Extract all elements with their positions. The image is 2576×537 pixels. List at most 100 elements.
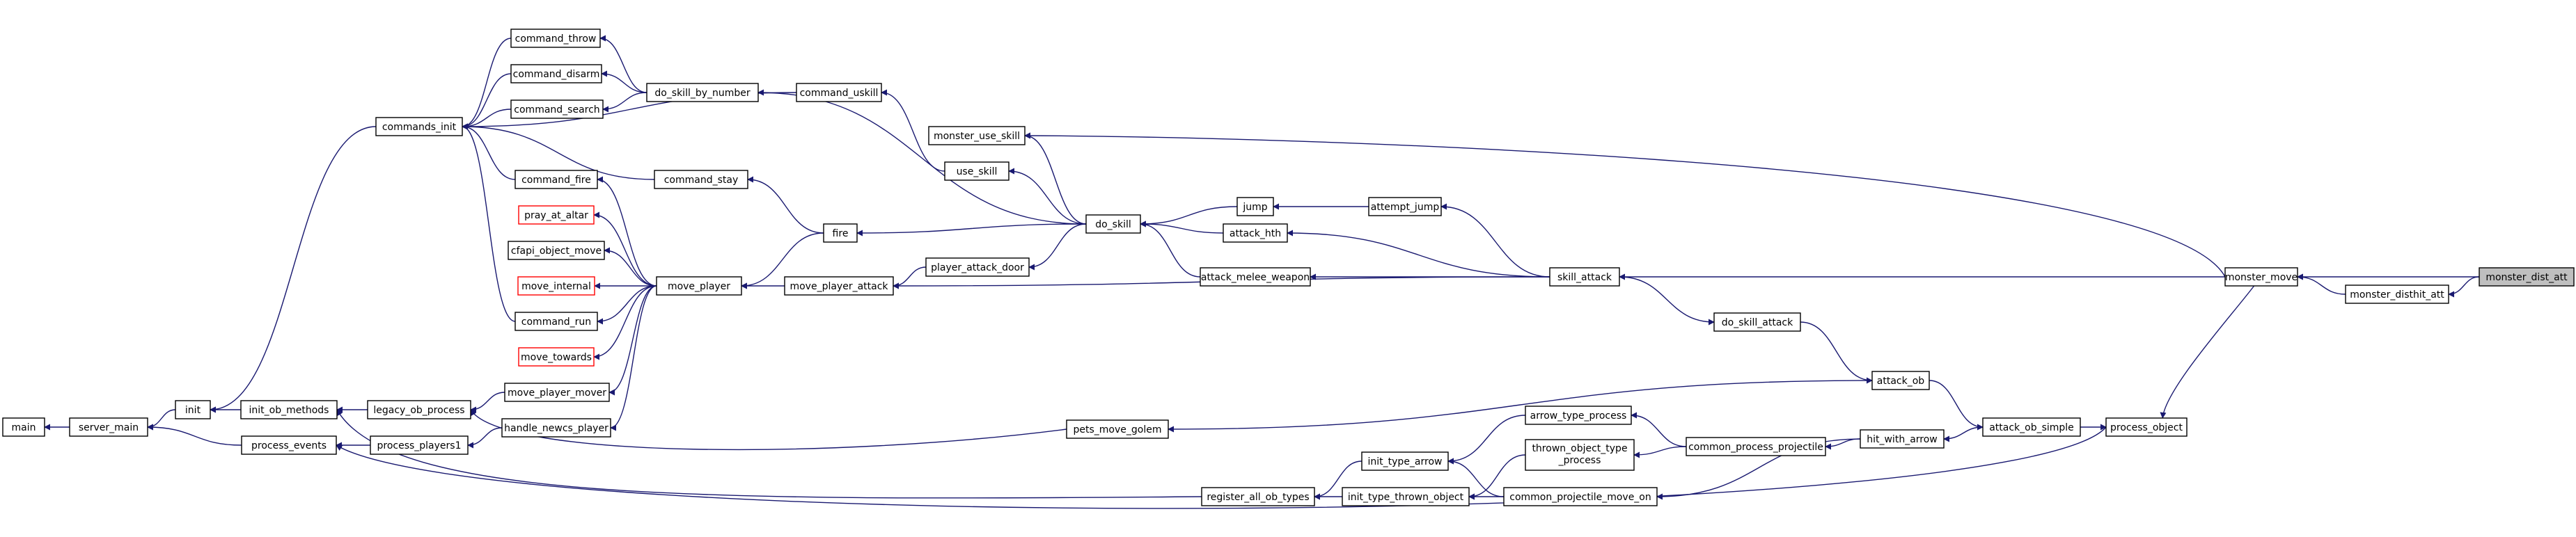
- node-do_skill_by_number[interactable]: do_skill_by_number: [646, 83, 759, 102]
- node-monster_use_skill[interactable]: monster_use_skill: [928, 126, 1026, 145]
- node-init_type_thrown_object[interactable]: init_type_thrown_object: [1342, 487, 1470, 506]
- node-player_attack_door[interactable]: player_attack_door: [925, 257, 1030, 277]
- edge-do_skill-to-fire: [856, 223, 1087, 237]
- node-register_all_ob_types[interactable]: register_all_ob_types: [1201, 487, 1315, 506]
- node-label: move_player_attack: [790, 281, 888, 292]
- node-init_ob_methods[interactable]: init_ob_methods: [240, 400, 338, 419]
- node-box: [823, 223, 858, 243]
- edge-fire-to-command_stay: [747, 176, 824, 234]
- node-handle_newcs_player[interactable]: handle_newcs_player: [501, 418, 611, 438]
- node-pets_move_golem[interactable]: pets_move_golem: [1066, 419, 1169, 439]
- node-label: use_skill: [957, 166, 998, 177]
- node-cfapi_object_move[interactable]: cfapi_object_move: [508, 241, 605, 260]
- node-command_run[interactable]: command_run: [515, 312, 598, 331]
- node-label: thrown_object_type: [1532, 443, 1627, 454]
- node-command_stay[interactable]: command_stay: [654, 170, 748, 189]
- node-box: [175, 400, 211, 419]
- edge-fire-to-move_player: [741, 232, 824, 289]
- edge-attack_ob-to-pets_move_golem: [1168, 380, 1873, 433]
- node-label: move_towards: [521, 352, 592, 363]
- edge-use_skill-to-command_uskill: [881, 89, 945, 172]
- node-box: [240, 400, 338, 419]
- node-box: [1361, 451, 1449, 471]
- edge-move_player-to-cfapi_object_move: [604, 247, 657, 287]
- node-box: [1066, 419, 1169, 439]
- node-move_player_mover[interactable]: move_player_mover: [504, 383, 610, 402]
- edge-init_type_arrow-to-register_all_ob_types: [1314, 460, 1362, 500]
- node-do_skill_attack[interactable]: do_skill_attack: [1713, 312, 1801, 332]
- node-do_skill[interactable]: do_skill: [1085, 214, 1141, 234]
- node-commands_init[interactable]: commands_init: [375, 117, 463, 136]
- edge-do_skill_attack-to-attack_ob: [1800, 321, 1873, 384]
- node-move_player_attack[interactable]: move_player_attack: [784, 276, 894, 296]
- node-label: monster_disthit_att: [2350, 289, 2444, 300]
- node-box: [504, 383, 610, 402]
- node-pray_at_altar[interactable]: pray_at_altar: [518, 205, 595, 225]
- node-box: [796, 83, 882, 102]
- node-jump[interactable]: jump: [1236, 197, 1274, 216]
- edge-attack_ob_simple-to-hit_with_arrow: [1943, 426, 1984, 442]
- edge-command_search-to-commands_init: [462, 109, 512, 130]
- node-command_throw[interactable]: command_throw: [510, 29, 601, 48]
- node-box: [518, 347, 595, 367]
- node-attack_ob_simple[interactable]: attack_ob_simple: [1982, 417, 2081, 437]
- edge-common_process_projectile-to-thrown_object_type_process: [1633, 446, 1687, 458]
- node-monster_dist_att[interactable]: monster_dist_att: [2479, 267, 2575, 287]
- node-box: [69, 417, 148, 437]
- edge-command_fire-to-commands_init: [462, 123, 516, 180]
- edge-do_skill-to-do_skill_by_number: [757, 89, 1087, 225]
- node-hit_with_arrow[interactable]: hit_with_arrow: [1860, 429, 1945, 449]
- node-attack_ob[interactable]: attack_ob: [1871, 371, 1930, 390]
- node-label: player_attack_door: [931, 262, 1024, 273]
- edge-jump-to-do_skill: [1140, 206, 1238, 227]
- node-move_towards[interactable]: move_towards: [518, 347, 595, 367]
- node-command_fire[interactable]: command_fire: [515, 170, 598, 189]
- node-label: server_main: [79, 422, 139, 433]
- node-monster_disthit_att[interactable]: monster_disthit_att: [2345, 284, 2449, 304]
- node-monster_move[interactable]: monster_move: [2224, 267, 2298, 287]
- node-command_search[interactable]: command_search: [510, 99, 604, 119]
- edge-thrown_object_type_process-to-init_type_thrown_object: [1468, 454, 1526, 500]
- node-label: command_fire: [521, 175, 591, 186]
- node-command_uskill[interactable]: command_uskill: [796, 83, 882, 102]
- node-box: [1342, 487, 1470, 506]
- node-attack_melee_weapon[interactable]: attack_melee_weapon: [1200, 267, 1311, 287]
- node-init[interactable]: init: [175, 400, 211, 419]
- node-attack_hth[interactable]: attack_hth: [1223, 223, 1288, 243]
- node-main[interactable]: main: [2, 417, 45, 437]
- node-process_players1[interactable]: process_players1: [370, 435, 469, 455]
- edge-attack_hth-to-do_skill: [1140, 221, 1224, 234]
- node-common_projectile_move_on[interactable]: common_projectile_move_on: [1503, 487, 1658, 506]
- edge-command_run-to-commands_init: [462, 123, 516, 322]
- node-label: commands_init: [382, 122, 457, 133]
- edge-monster_dist_att-to-monster_disthit_att: [2448, 276, 2480, 298]
- node-box: [1713, 312, 1801, 332]
- node-label: pray_at_altar: [524, 210, 588, 221]
- edge-common_projectile_move_on-to-init_type_arrow: [1447, 458, 1505, 497]
- node-box: [517, 276, 595, 296]
- node-skill_attack[interactable]: skill_attack: [1549, 267, 1620, 287]
- edge-process_events-to-server_main: [147, 424, 242, 446]
- edge-do_skill_by_number-to-command_throw: [599, 35, 647, 93]
- node-label: attack_ob_simple: [1989, 422, 2074, 433]
- node-process_object[interactable]: process_object: [2105, 417, 2188, 437]
- node-process_events[interactable]: process_events: [241, 435, 337, 455]
- node-label: do_skill: [1095, 219, 1131, 230]
- node-init_type_arrow[interactable]: init_type_arrow: [1361, 451, 1449, 471]
- node-common_process_projectile[interactable]: common_process_projectile: [1686, 437, 1826, 456]
- node-move_player[interactable]: move_player: [656, 276, 742, 296]
- node-label: attack_melee_weapon: [1201, 272, 1310, 283]
- node-arrow_type_process[interactable]: arrow_type_process: [1525, 406, 1632, 425]
- node-fire[interactable]: fire: [823, 223, 858, 243]
- node-server_main[interactable]: server_main: [69, 417, 148, 437]
- node-attempt_jump[interactable]: attempt_jump: [1368, 197, 1442, 216]
- node-label: _process: [1558, 455, 1601, 466]
- node-thrown_object_type_process[interactable]: thrown_object_type_process: [1525, 439, 1635, 471]
- node-move_internal[interactable]: move_internal: [517, 276, 595, 296]
- edge-monster_disthit_att-to-monster_move: [2297, 273, 2346, 295]
- node-command_disarm[interactable]: command_disarm: [510, 64, 602, 83]
- node-label: command_disarm: [513, 69, 600, 80]
- node-label: monster_dist_att: [2485, 272, 2568, 283]
- node-use_skill[interactable]: use_skill: [944, 161, 1010, 181]
- node-legacy_ob_process[interactable]: legacy_ob_process: [367, 400, 471, 419]
